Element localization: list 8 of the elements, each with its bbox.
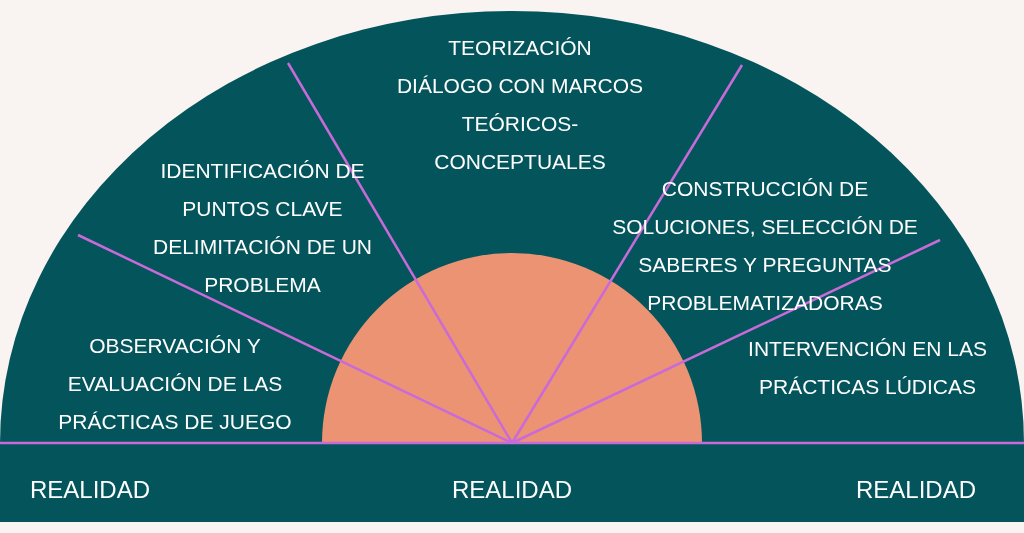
sector-text: TEORIZACIÓN [447,35,593,61]
band-label: REALIDAD [856,476,977,504]
band-label: REALIDAD [30,476,151,504]
sector-text: DIÁLOGO CON MARCOS TEÓRICOS-CONCEPTUALES [395,73,645,175]
sector-text: DELIMITACIÓN DE UN PROBLEMA [152,234,373,298]
band-label: REALIDAD [452,476,573,504]
sector-text: OBSERVACIÓN Y EVALUACIÓN DE LAS PRÁCTICAS DE JUEGO [57,333,293,435]
sector-text: INTERVENCIÓN EN LAS PRÁCTICAS LÚDICAS [747,336,988,400]
